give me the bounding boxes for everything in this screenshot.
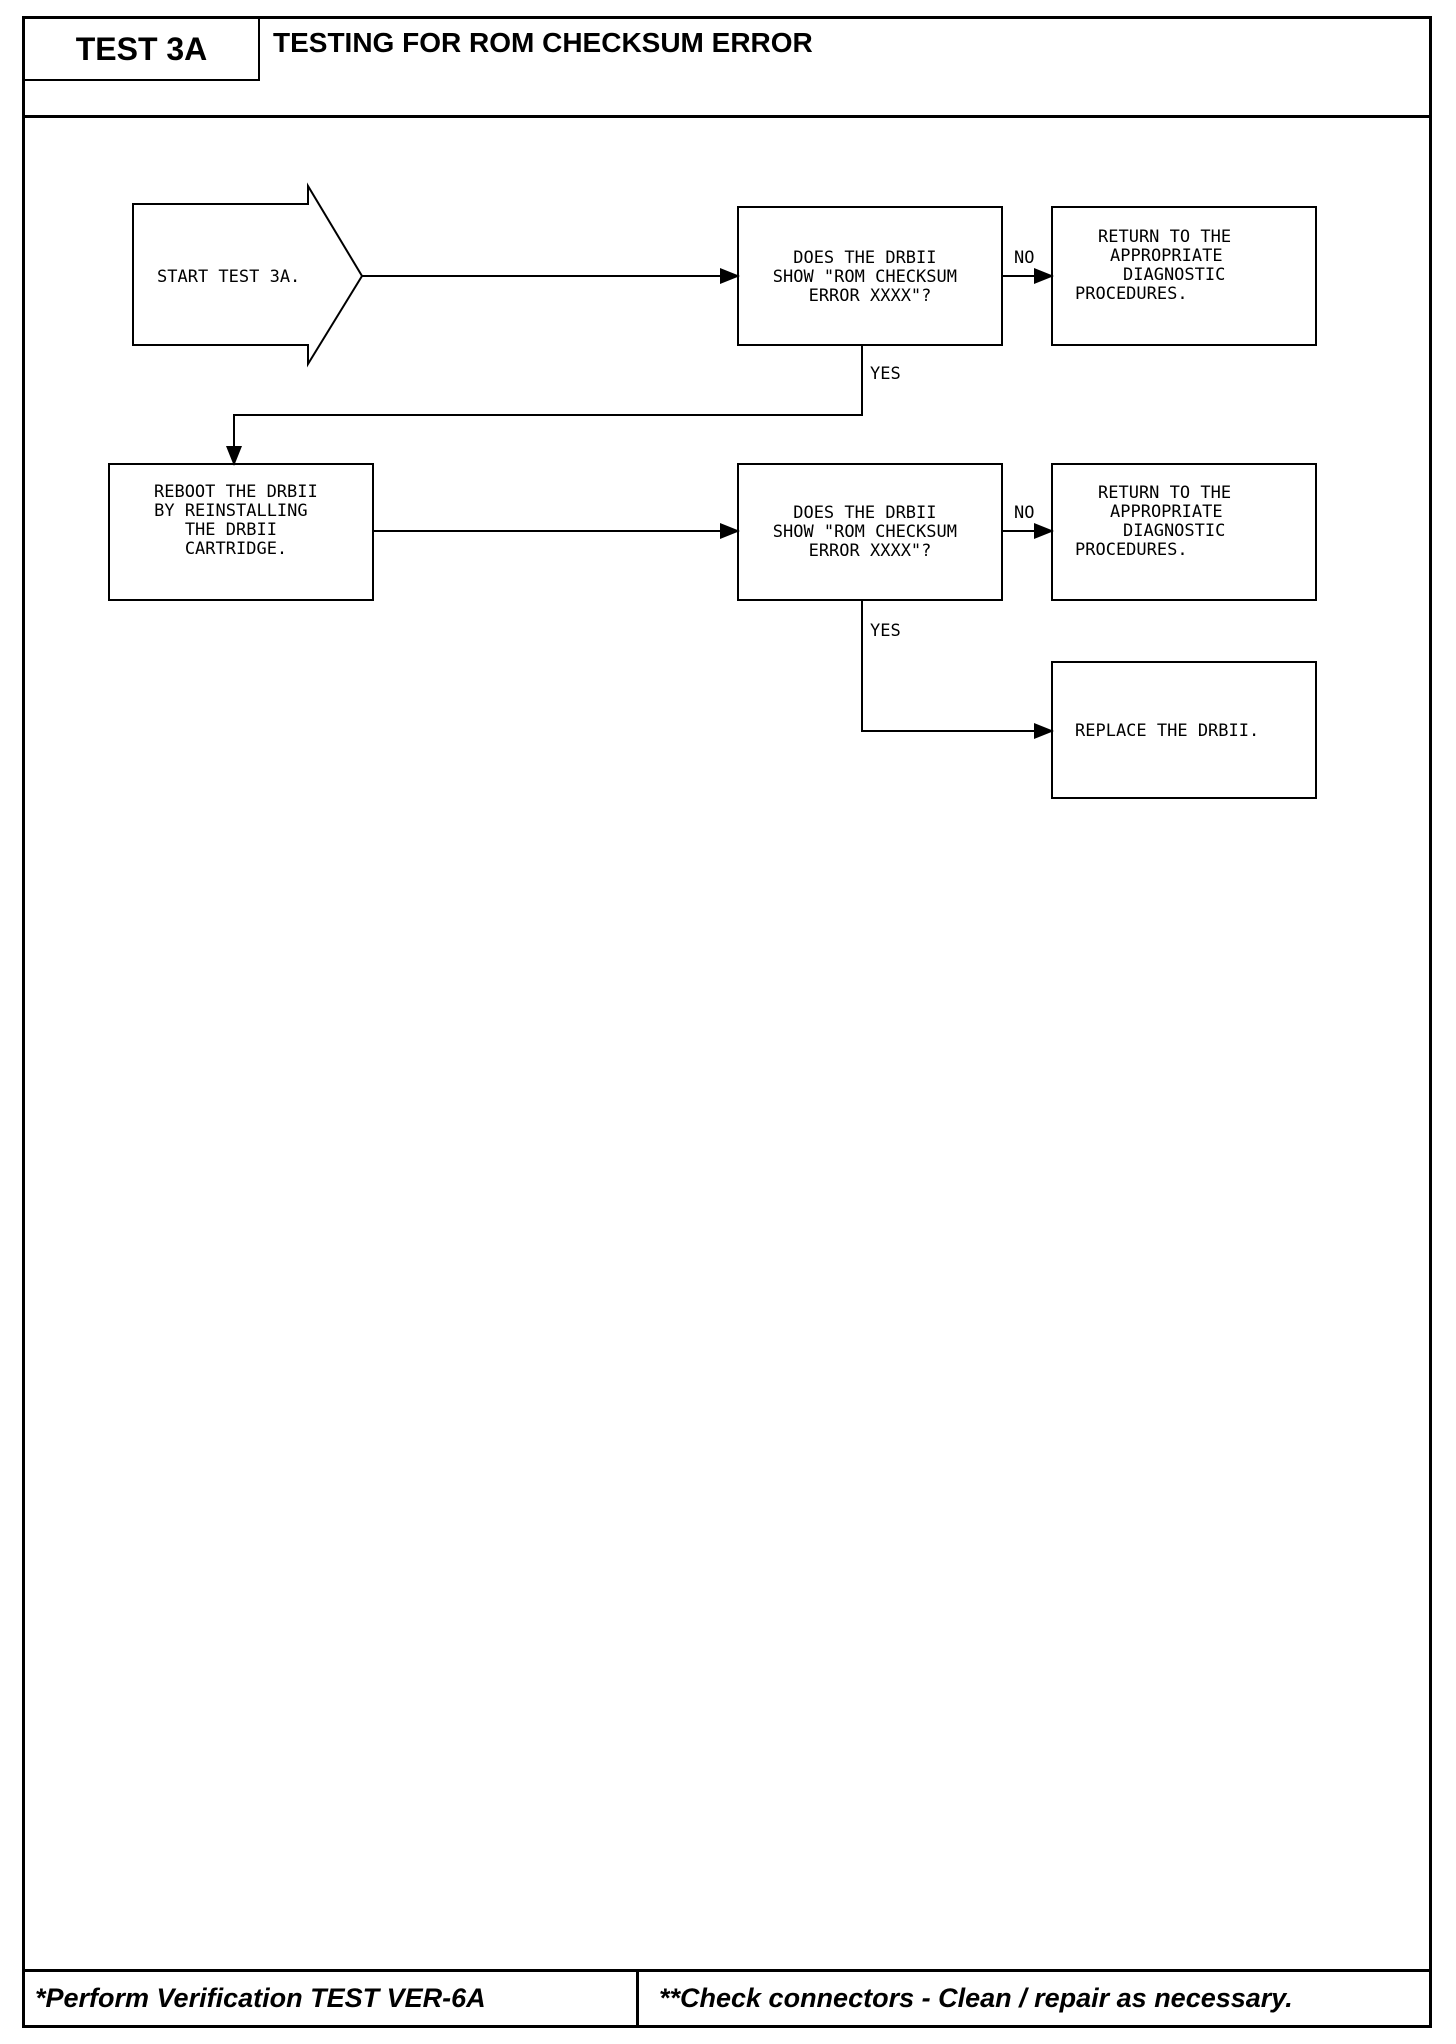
return2-line-4: PROCEDURES. — [1075, 540, 1188, 560]
decision1-line-3: ERROR XXXX"? — [809, 286, 932, 306]
page-title: TESTING FOR ROM CHECKSUM ERROR — [273, 27, 813, 58]
footer-verification-note: *Perform Verification TEST VER-6A — [25, 1972, 639, 2025]
decision1-line-1: DOES THE DRBII — [793, 248, 936, 268]
reboot-line-4: CARTRIDGE. — [185, 539, 287, 559]
return1-text: RETURN TO THE APPROPRIATE DIAGNOSTIC PRO… — [1075, 227, 1241, 304]
header-divider — [25, 115, 1429, 118]
start-arrow-shape — [132, 182, 364, 368]
yes-label-1: YES — [870, 364, 901, 384]
edge-decision2-replace — [861, 600, 1054, 739]
return1-box — [1051, 206, 1317, 346]
no-label-2: NO — [1014, 503, 1034, 523]
reboot-text: REBOOT THE DRBII BY REINSTALLING THE DRB… — [154, 482, 328, 559]
replace-label: REPLACE THE DRBII. — [1075, 721, 1259, 741]
return1-line-1: RETURN TO THE — [1098, 227, 1231, 247]
procedure-page: TEST 3A TESTING FOR ROM CHECKSUM ERROR *… — [22, 16, 1432, 2028]
decision2-line-2: SHOW "ROM CHECKSUM — [773, 522, 957, 542]
decision2-text: DOES THE DRBII SHOW "ROM CHECKSUM ERROR … — [773, 503, 967, 561]
return2-line-1: RETURN TO THE — [1098, 483, 1231, 503]
footer-connectors-note: **Check connectors - Clean / repair as n… — [659, 1983, 1293, 2013]
decision2-line-1: DOES THE DRBII — [793, 503, 936, 523]
reboot-line-3: THE DRBII — [185, 520, 277, 540]
edge-decision1-reboot — [226, 345, 863, 466]
return2-line-3: DIAGNOSTIC — [1123, 521, 1225, 541]
yes-label-2: YES — [870, 621, 901, 641]
return1-line-3: DIAGNOSTIC — [1123, 265, 1225, 285]
reboot-line-1: REBOOT THE DRBII — [154, 482, 318, 502]
decision1-line-2: SHOW "ROM CHECKSUM — [773, 267, 957, 287]
reboot-line-2: BY REINSTALLING — [154, 501, 308, 521]
return2-line-2: APPROPRIATE — [1110, 502, 1223, 522]
return2-text: RETURN TO THE APPROPRIATE DIAGNOSTIC PRO… — [1075, 483, 1241, 560]
footer-bar: *Perform Verification TEST VER-6A **Chec… — [25, 1969, 1429, 2025]
replace-box — [1051, 661, 1317, 799]
decision2-line-3: ERROR XXXX"? — [809, 541, 932, 561]
test-id-label: TEST 3A — [25, 19, 260, 81]
return1-line-2: APPROPRIATE — [1110, 246, 1223, 266]
return2-box — [1051, 463, 1317, 601]
decision1-text: DOES THE DRBII SHOW "ROM CHECKSUM ERROR … — [773, 248, 967, 306]
no-label-1: NO — [1014, 248, 1034, 268]
return1-line-4: PROCEDURES. — [1075, 284, 1188, 304]
start-label: START TEST 3A. — [157, 267, 300, 287]
